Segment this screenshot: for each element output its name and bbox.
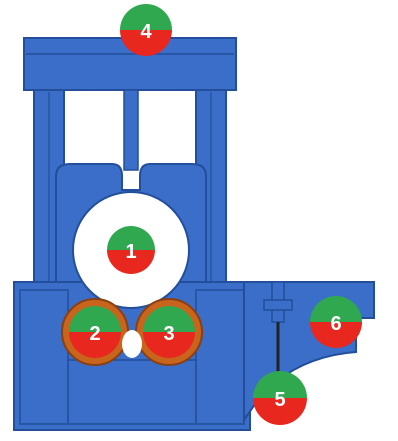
marker-label-5: 5 [274, 389, 285, 411]
marker-label-4: 4 [140, 21, 152, 43]
marker-badge-6: 6 [310, 296, 362, 348]
marker-label-6: 6 [330, 313, 341, 335]
marker-badge-2: 2 [69, 306, 121, 358]
marker-badge-4: 4 [120, 4, 172, 56]
roller-gap [122, 330, 142, 358]
marker-badge-5: 5 [253, 371, 307, 425]
marker-badges: 1 2 3 4 5 6 [69, 4, 362, 425]
marker-badge-3: 3 [143, 306, 195, 358]
marker-label-3: 3 [163, 323, 174, 345]
marker-label-2: 2 [89, 323, 100, 345]
marker-badge-1: 1 [107, 226, 155, 274]
marker-label-1: 1 [125, 241, 136, 263]
